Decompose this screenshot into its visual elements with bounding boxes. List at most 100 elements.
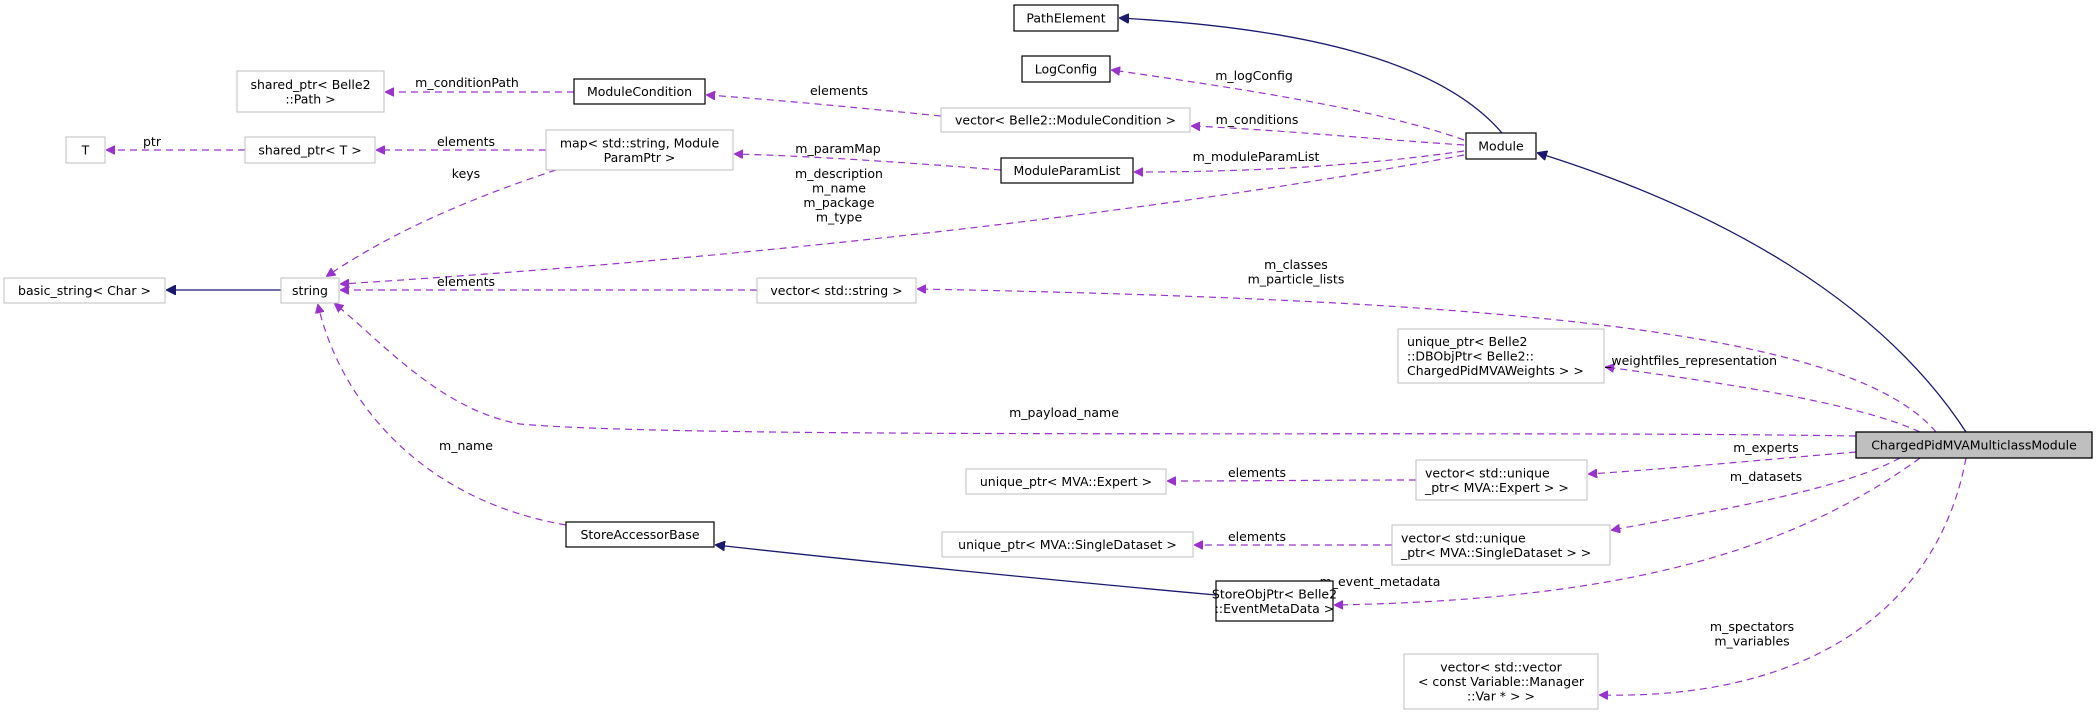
edge-label-line: m_event_metadata bbox=[1320, 574, 1441, 589]
edge-label-line: m_variables bbox=[1714, 634, 1789, 649]
class-node-StoreObjPtr[interactable]: StoreObjPtr< Belle2::EventMetaData > bbox=[1212, 580, 1337, 622]
edge-label-line: elements bbox=[1228, 529, 1286, 544]
class-node-basic-string: basic_string< Char > bbox=[3, 277, 166, 304]
node-label-line: ModuleParamList bbox=[1014, 163, 1121, 178]
class-node-shared-ptr-T: shared_ptr< T > bbox=[244, 136, 376, 164]
node-label-line: ModuleCondition bbox=[587, 84, 692, 99]
node-label: PathElement bbox=[1026, 11, 1105, 26]
edge-label-line: m_package bbox=[803, 195, 875, 210]
edge-label-line: m_conditions bbox=[1216, 112, 1299, 127]
class-node-LogConfig[interactable]: LogConfig bbox=[1021, 55, 1111, 83]
usage-edge-main-to-string bbox=[335, 304, 1857, 437]
node-label: ChargedPidMVAMulticlassModule bbox=[1871, 438, 2077, 453]
edge-label-line: keys bbox=[452, 166, 480, 181]
edge-label-line: m_logConfig bbox=[1215, 68, 1293, 83]
edge-label: m_moduleParamList bbox=[1193, 149, 1320, 164]
usage-edge-ModuleParamList-to-map_param bbox=[735, 154, 1002, 171]
node-box bbox=[965, 468, 1167, 495]
node-label-line: ChargedPidMVAMulticlassModule bbox=[1871, 438, 2077, 453]
edge-label: m_experts bbox=[1733, 440, 1798, 455]
node-box bbox=[1215, 580, 1334, 622]
edge-label-line: m_datasets bbox=[1730, 469, 1802, 484]
node-box bbox=[1403, 653, 1599, 710]
edges-layer bbox=[107, 18, 1967, 695]
class-node-vector-dataset: vector< std::unique_ptr< MVA::SingleData… bbox=[1391, 524, 1611, 566]
class-node-PathElement[interactable]: PathElement bbox=[1013, 4, 1119, 32]
edge-labels-layer: m_logConfig m_conditions elements m_conditi… bbox=[143, 68, 1802, 649]
edge-label: m_datasets bbox=[1730, 469, 1802, 484]
node-box bbox=[1397, 328, 1605, 384]
edge-label: ptr bbox=[143, 134, 162, 149]
class-node-Module[interactable]: Module bbox=[1465, 132, 1537, 160]
edge-label-line: m_experts bbox=[1733, 440, 1798, 455]
edge-label: elements bbox=[810, 83, 868, 98]
node-box bbox=[573, 78, 706, 105]
node-label-line: _ptr< MVA::SingleDataset > > bbox=[1400, 545, 1591, 560]
node-label-line: shared_ptr< Belle2 bbox=[250, 77, 370, 92]
edge-label-line: m_moduleParamList bbox=[1193, 149, 1320, 164]
usage-edge-main-to-vector_dataset bbox=[1612, 457, 1901, 530]
class-node-ModuleParamList[interactable]: ModuleParamList bbox=[1000, 157, 1134, 184]
node-label-line: ::DBObjPtr< Belle2:: bbox=[1407, 349, 1534, 364]
node-label: vector< std::unique_ptr< MVA::Expert > > bbox=[1424, 465, 1569, 495]
node-box bbox=[1391, 524, 1611, 566]
node-label-line: unique_ptr< MVA::SingleDataset > bbox=[958, 537, 1177, 552]
node-box bbox=[941, 531, 1194, 558]
node-label-line: Module bbox=[1478, 139, 1524, 154]
node-label-line: T bbox=[81, 143, 90, 158]
node-box bbox=[1013, 4, 1119, 32]
node-label: string bbox=[292, 283, 328, 298]
node-label-line: vector< std::unique bbox=[1401, 530, 1526, 545]
node-label: ModuleParamList bbox=[1014, 163, 1121, 178]
class-node-vector-modcond: vector< Belle2::ModuleCondition > bbox=[940, 107, 1191, 133]
edge-label: elements bbox=[1228, 529, 1286, 544]
node-label-line: map< std::string, Module bbox=[560, 135, 720, 150]
node-label: StoreObjPtr< Belle2::EventMetaData > bbox=[1212, 586, 1337, 616]
edge-label-line: m_name bbox=[812, 181, 866, 196]
edge-label: elements bbox=[1228, 465, 1286, 480]
usage-edge-Module-to-vector_modcond bbox=[1192, 126, 1465, 146]
node-label: shared_ptr< Belle2::Path > bbox=[250, 77, 370, 107]
node-label-line: < const Variable::Manager bbox=[1418, 674, 1585, 689]
class-node-main[interactable]: ChargedPidMVAMulticlassModule bbox=[1855, 431, 2093, 459]
node-label-line: ParamPtr > bbox=[604, 150, 676, 165]
node-box bbox=[565, 521, 715, 548]
edge-label-line: m_classes bbox=[1264, 257, 1328, 272]
edge-label-line: m_payload_name bbox=[1009, 405, 1119, 420]
node-label-line: LogConfig bbox=[1035, 62, 1097, 77]
usage-edge-StoreAccessorBase-to-string bbox=[318, 305, 567, 526]
node-box bbox=[756, 277, 917, 304]
edge-label-line: elements bbox=[437, 274, 495, 289]
node-label: vector< std::vector< const Variable::Man… bbox=[1418, 660, 1585, 704]
class-node-vector-string: vector< std::string > bbox=[756, 277, 917, 304]
class-node-ModuleCondition[interactable]: ModuleCondition bbox=[573, 78, 706, 105]
edge-label-line: m_weightfiles_representation bbox=[1593, 353, 1777, 368]
node-label-line: StoreAccessorBase bbox=[580, 527, 699, 542]
edge-label-line: m_paramMap bbox=[795, 141, 880, 156]
edge-label: elements bbox=[437, 274, 495, 289]
node-box bbox=[3, 277, 166, 304]
node-label: StoreAccessorBase bbox=[580, 527, 699, 542]
usage-edge-vector_expert-to-unique_ptr_expert bbox=[1168, 480, 1417, 481]
node-label: T bbox=[81, 143, 90, 158]
node-label-line: vector< Belle2::ModuleCondition > bbox=[955, 113, 1176, 128]
node-label-line: shared_ptr< T > bbox=[258, 143, 361, 158]
node-label-line: StoreObjPtr< Belle2 bbox=[1212, 586, 1337, 601]
edge-label-line: m_conditionPath bbox=[415, 75, 519, 90]
node-label-line: ::EventMetaData > bbox=[1215, 601, 1335, 616]
class-node-StoreAccessorBase[interactable]: StoreAccessorBase bbox=[565, 521, 715, 548]
node-label: ModuleCondition bbox=[587, 84, 692, 99]
inheritance-edge-Module-to-PathElement bbox=[1120, 18, 1503, 134]
usage-edge-main-to-vector_var bbox=[1600, 457, 1967, 695]
edge-label: m_event_metadata bbox=[1320, 574, 1441, 589]
inheritance-edge-StoreObjPtr-to-StoreAccessorBase bbox=[716, 545, 1217, 596]
node-label-line: unique_ptr< Belle2 bbox=[1407, 334, 1527, 349]
node-box bbox=[545, 129, 734, 171]
node-label: vector< std::string > bbox=[770, 283, 902, 298]
node-box bbox=[236, 70, 385, 113]
